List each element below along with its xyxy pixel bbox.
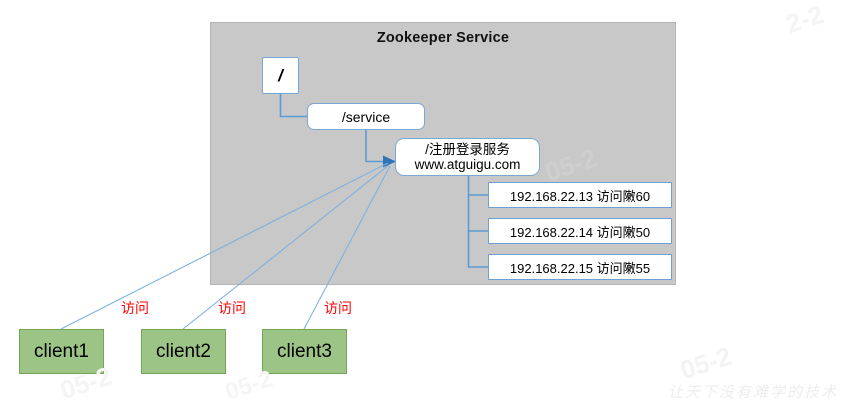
zookeeper-service-title: Zookeeper Service: [376, 30, 510, 46]
tree-node-root[interactable]: /: [262, 57, 299, 94]
client-label: client1: [34, 340, 89, 362]
tree-node-registry[interactable]: /注册登录服务 www.atguigu.com: [395, 138, 540, 176]
client-label: client2: [156, 340, 211, 362]
service-instance-text: 192.168.22.13 访问敶60: [509, 188, 651, 204]
service-instance-text: 192.168.22.14 访问敶50: [509, 224, 651, 240]
client-box-client3[interactable]: client3: [262, 329, 347, 374]
service-instance-row[interactable]: 192.168.22.13 访问敶60: [488, 182, 672, 208]
client-label: client3: [277, 340, 332, 362]
tree-node-root-label: /: [278, 65, 283, 85]
client-box-client1[interactable]: client1: [19, 329, 104, 374]
tree-node-service-label: /service: [341, 108, 391, 125]
access-label-client2: 访问: [218, 300, 246, 316]
access-label-client3: 访问: [324, 300, 352, 316]
tree-node-registry-domain: www.atguigu.com: [414, 157, 521, 172]
service-instance-row[interactable]: 192.168.22.14 访问敶50: [488, 218, 672, 244]
service-instance-text: 192.168.22.15 访问敶55: [509, 260, 651, 276]
access-label-client1: 访问: [121, 300, 149, 316]
tree-node-service[interactable]: /service: [307, 103, 425, 130]
tree-node-registry-path: /注册登录服务: [425, 141, 510, 157]
client-box-client2[interactable]: client2: [141, 329, 226, 374]
service-instance-row[interactable]: 192.168.22.15 访问敶55: [488, 254, 672, 280]
